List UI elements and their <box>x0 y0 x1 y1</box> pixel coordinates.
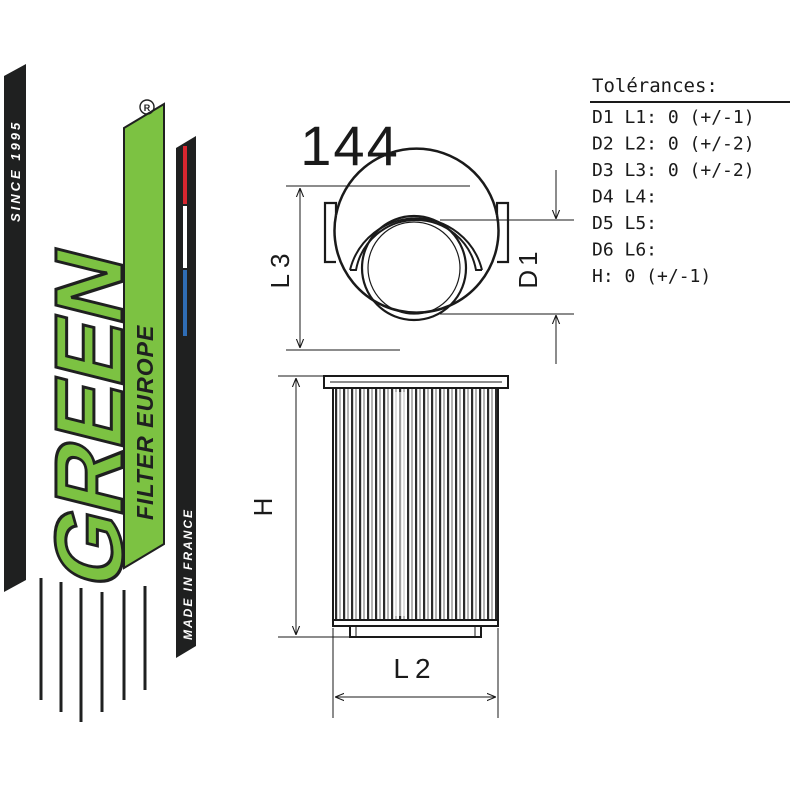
label-d1: D1 <box>513 247 543 288</box>
tolerance-row: D1 L1: 0 (+/-1) <box>592 107 755 128</box>
subtitle-band <box>123 102 165 570</box>
tolerances-table: Tolérances: D1 L1: 0 (+/-1) D2 L2: 0 (+/-… <box>590 75 790 287</box>
registered-mark: R <box>139 99 155 115</box>
dimension-l3: L3 <box>265 185 470 351</box>
part-number: 144 <box>300 114 399 177</box>
filter-pleats <box>332 387 499 621</box>
dimension-d1: D1 <box>440 170 574 364</box>
flag-blue <box>183 270 187 336</box>
dimension-h: H <box>248 375 350 638</box>
dimension-l2: L2 <box>332 628 499 718</box>
tolerance-row: H: 0 (+/-1) <box>592 266 711 287</box>
tolerance-row: D6 L6: <box>592 240 657 261</box>
speed-lines <box>39 578 147 722</box>
filter-bottom-flange <box>349 625 482 638</box>
flag-red <box>183 146 187 204</box>
flag-white <box>183 206 187 268</box>
label-h: H <box>248 498 278 517</box>
tolerance-row: D5 L5: <box>592 213 657 234</box>
made-in-band <box>176 136 196 658</box>
filter-europe-text: FILTER EUROPE <box>132 325 158 520</box>
side-view-drawing <box>323 375 509 638</box>
made-in-france-text: MADE IN FRANCE <box>181 508 195 640</box>
tolerance-row: D4 L4: <box>592 187 657 208</box>
top-view-drawing <box>323 147 510 322</box>
tolerance-row: D3 L3: 0 (+/-2) <box>592 160 755 181</box>
brand-logo: SINCE 1995 GREEN FILTER EUROPE R MADE IN… <box>4 64 196 722</box>
since-stripe <box>4 64 26 592</box>
tolerance-row: D2 L2: 0 (+/-2) <box>592 134 755 155</box>
label-l3: L3 <box>265 248 295 289</box>
since-1995-text: SINCE 1995 <box>8 120 23 222</box>
label-l2: L2 <box>393 653 436 684</box>
svg-text:R: R <box>144 103 151 113</box>
tolerances-title: Tolérances: <box>592 75 718 97</box>
